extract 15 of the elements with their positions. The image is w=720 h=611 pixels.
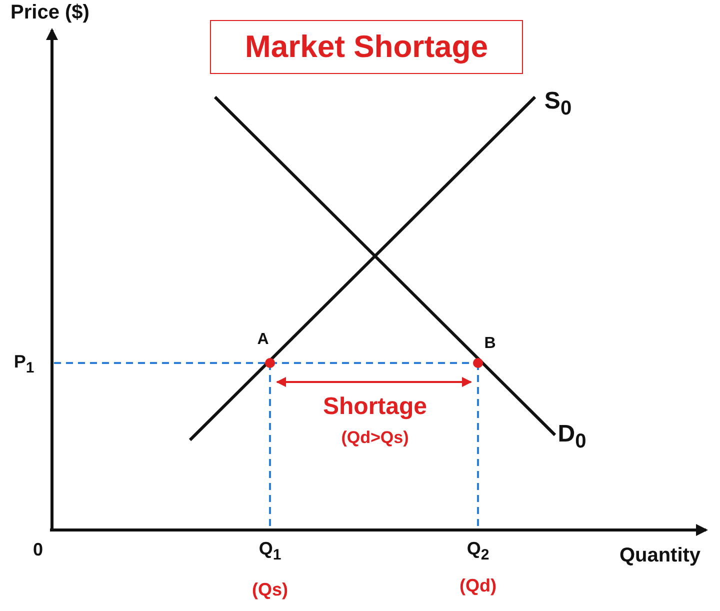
shortage-label: Shortage xyxy=(323,393,427,421)
axis-title: Quantity xyxy=(619,544,701,568)
point-label: B xyxy=(484,335,496,353)
axis-value-label: P$_{1}$ xyxy=(14,352,34,376)
axis-value-label: Q$_{2}$ xyxy=(466,538,490,564)
curve-label: S$_{0}$ xyxy=(544,88,572,120)
origin-label: 0 xyxy=(33,540,43,560)
axis-value-note: (Qd) xyxy=(460,576,496,596)
axis-value-label: Q$_{1}$ xyxy=(258,538,282,564)
curve-label: D$_{0}$ xyxy=(558,420,586,454)
chart-title: Market Shortage xyxy=(210,20,523,74)
axis-value-note: (Qs) xyxy=(252,580,288,600)
shortage-note: (Qd>Qs) xyxy=(341,428,409,448)
point-label: A xyxy=(257,331,269,349)
axis-title: Price ($) xyxy=(10,2,90,24)
